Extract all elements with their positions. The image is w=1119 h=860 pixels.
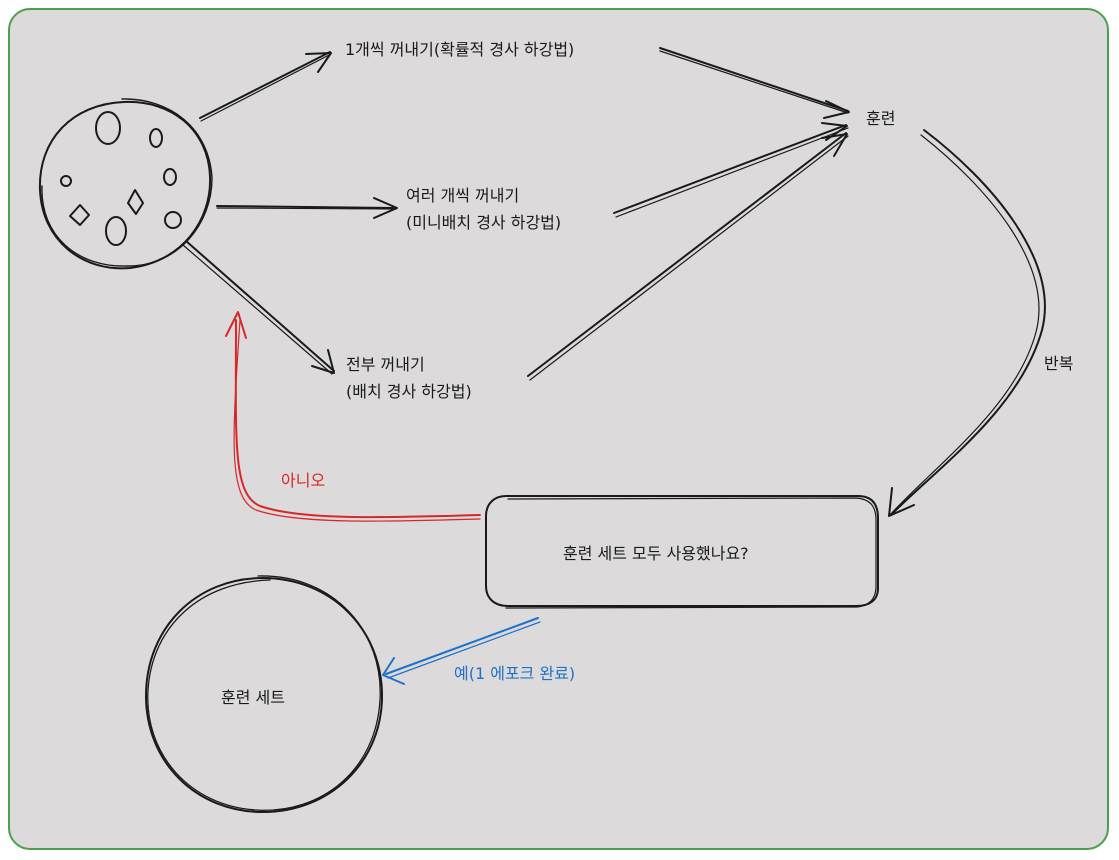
sample-oval-4 xyxy=(163,168,177,186)
sample-pool-circle xyxy=(38,100,212,270)
label-no: 아니오 xyxy=(281,471,326,490)
label-all-line2: (배치 경사 하강법) xyxy=(346,382,472,401)
sample-oval-5 xyxy=(105,216,127,246)
arrow-to-batch xyxy=(182,240,335,375)
training-set-circle xyxy=(145,575,383,813)
sample-diamond-1 xyxy=(127,189,144,215)
arrow-to-sgd xyxy=(199,51,332,122)
arrow-no xyxy=(225,311,481,522)
arrow-sgd-to-train xyxy=(659,47,850,119)
canvas-frame xyxy=(8,8,1109,850)
arrow-yes xyxy=(382,617,541,685)
label-one-at-a-time: 1개씩 꺼내기(확률적 경사 하강법) xyxy=(345,40,575,59)
sample-oval-3 xyxy=(60,175,72,187)
label-all-line1: 전부 꺼내기 xyxy=(346,355,425,374)
label-yes: 예(1 에포크 완료) xyxy=(454,664,576,683)
arrow-batch-to-train xyxy=(527,132,849,381)
arrow-minibatch-to-train xyxy=(613,122,849,218)
label-repeat: 반복 xyxy=(1044,354,1074,373)
sample-oval-2 xyxy=(149,128,163,148)
sample-oval-1 xyxy=(95,111,121,145)
sample-diamond-2 xyxy=(69,204,90,226)
question-box xyxy=(485,495,879,609)
label-several-line1: 여러 개씩 꺼내기 xyxy=(406,186,520,205)
label-train: 훈련 xyxy=(866,109,896,128)
label-training-set: 훈련 세트 xyxy=(221,688,285,707)
sample-oval-6 xyxy=(164,211,182,229)
label-question: 훈련 세트 모두 사용했나요? xyxy=(563,544,749,563)
arrow-to-minibatch xyxy=(216,197,398,219)
label-several-line2: (미니배치 경사 하강법) xyxy=(406,213,562,232)
sample-pool xyxy=(38,98,213,270)
arrow-repeat xyxy=(888,129,1046,517)
